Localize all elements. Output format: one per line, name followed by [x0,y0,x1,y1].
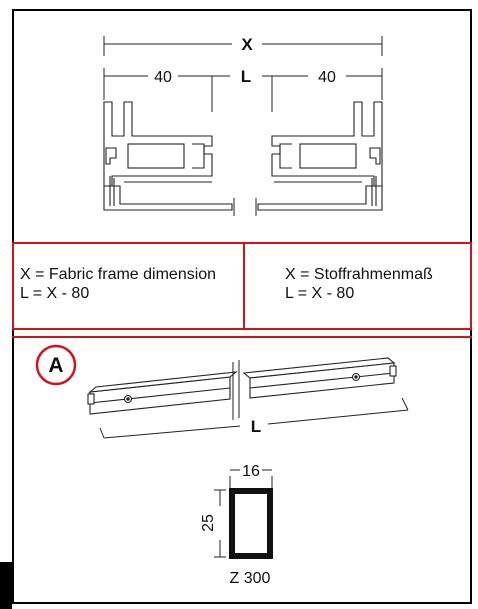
profile-width-label: 16 [242,463,260,480]
page-corner-mark [0,562,12,609]
detail-marker-a [35,344,77,386]
dimension-x-label: X [241,35,253,54]
connector-bar [87,357,397,415]
note-de-line2: L = X - 80 [285,285,355,302]
detail-length-label: L [251,417,261,436]
dimension-x [103,36,383,56]
right-frame-profile [257,101,383,211]
break-marks [233,198,257,216]
profile-code: Z 300 [230,570,271,587]
dimension-l-row [103,68,383,112]
dimension-l-detail [99,397,409,439]
dimension-left-40: 40 [154,69,172,86]
profile-width-dimension [229,469,273,488]
note-german: X = Stoffrahmenmaß L = X - 80 [285,265,433,303]
profile-height-label: 25 [200,514,217,532]
dimension-l-label: L [241,67,251,86]
section-separator [12,336,472,338]
notes-divider [243,242,245,330]
connector-bar-break [232,360,240,420]
note-en-line1: X = Fabric frame dimension [20,266,217,283]
note-de-line1: X = Stoffrahmenmaß [285,266,433,283]
left-frame-profile [103,101,233,211]
notes-box [12,242,472,330]
dimension-right-40: 40 [318,69,336,86]
note-en-line2: L = X - 80 [20,285,90,302]
profile-cross-section [229,488,273,559]
note-english: X = Fabric frame dimension L = X - 80 [20,265,216,303]
profile-height-dimension [214,489,226,558]
detail-marker-label: A [48,354,63,377]
